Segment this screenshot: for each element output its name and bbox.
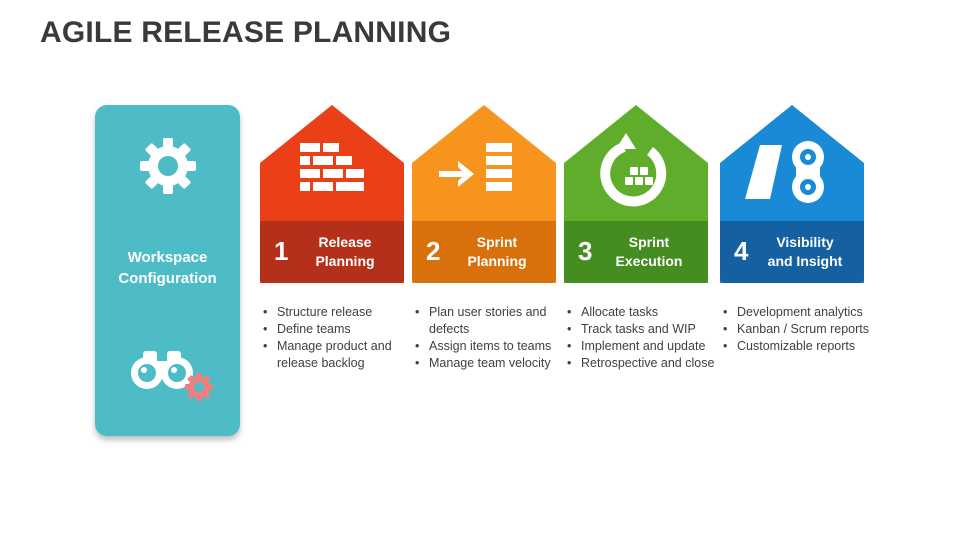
list-item: Manage product and release backlog [263,338,417,372]
list-item: Define teams [263,321,417,338]
step-4-bullets: Development analytics Kanban / Scrum rep… [723,304,877,355]
step-2-band [412,221,556,283]
list-item: Development analytics [723,304,877,321]
step-2-card: 2 Sprint Planning [412,105,556,283]
list-item: Allocate tasks [567,304,721,321]
step-1-bullets: Structure release Define teams Manage pr… [263,304,417,372]
step-3-band [564,221,708,283]
list-item: Plan user stories and defects [415,304,569,338]
gear-icon [140,138,196,194]
step-1-number: 1 [274,236,289,266]
step-2-label: Sprint Planning [467,234,527,269]
step-2-number: 2 [426,236,441,266]
step-1-band [260,221,404,283]
step-3-number: 3 [578,236,593,266]
step-1-card: 1 Release Planning [260,105,404,283]
step-4-card: 4 Visibility and Insight [720,105,864,283]
binoculars-icon [745,141,824,203]
brick-wall-icon [300,143,364,191]
workspace-label: Workspace Configuration [118,249,217,287]
list-item: Retrospective and close [567,355,721,372]
workspace-configuration-card: Workspace Configuration [95,105,240,436]
step-3-card: 3 Sprint Execution [564,105,708,283]
list-item: Structure release [263,304,417,321]
step-3-bullets: Allocate tasks Track tasks and WIP Imple… [567,304,721,372]
step-4-number: 4 [734,236,749,266]
step-4-band [720,221,864,283]
sprint-cycle-icon [600,133,667,207]
list-item: Implement and update [567,338,721,355]
arrow-into-list-icon [439,143,512,191]
list-item: Kanban / Scrum reports [723,321,877,338]
step-1-label: Release Planning [315,234,375,269]
list-item: Customizable reports [723,338,877,355]
list-item: Manage team velocity [415,355,569,372]
binoculars-gear-icon [131,351,213,401]
step-2-bullets: Plan user stories and defects Assign ite… [415,304,569,372]
step-4-label: Visibility and Insight [767,234,843,269]
page-title: AGILE RELEASE PLANNING [40,16,452,49]
list-item: Track tasks and WIP [567,321,721,338]
step-3-label: Sprint Execution [615,234,683,269]
list-item: Assign items to teams [415,338,569,355]
